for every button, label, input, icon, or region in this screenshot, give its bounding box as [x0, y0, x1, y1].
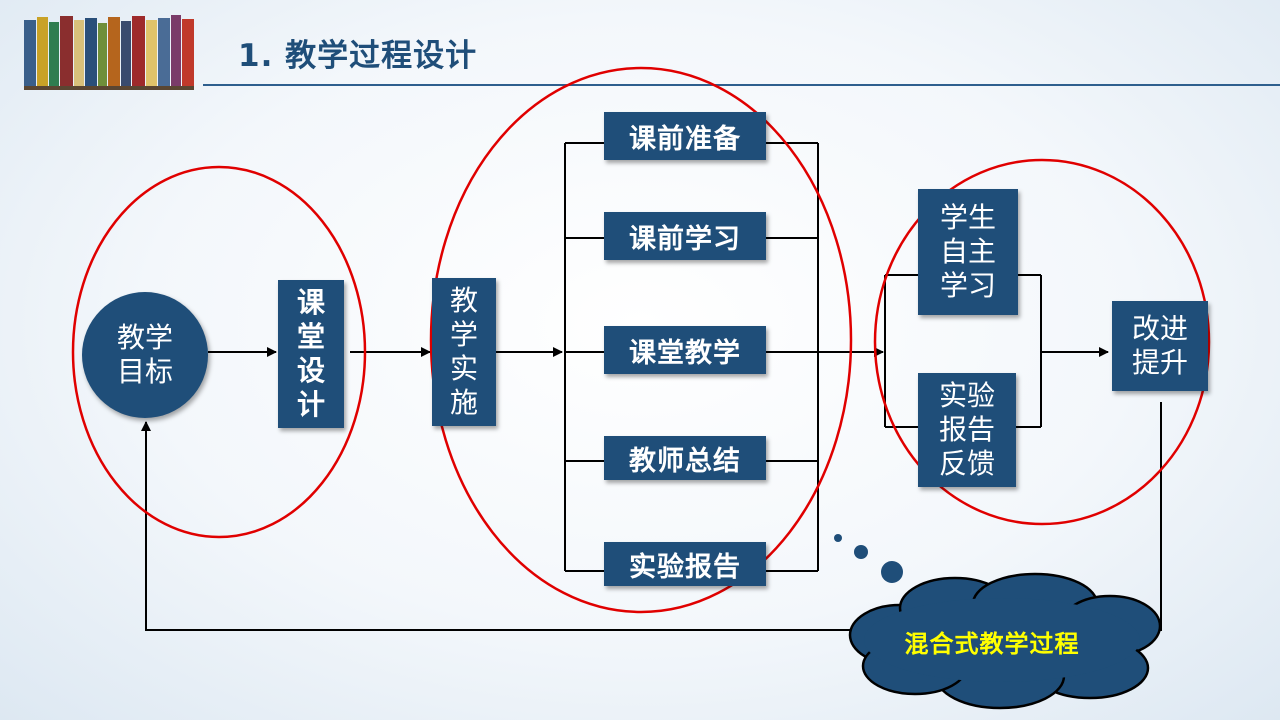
highlight-ellipse-feedback: [873, 158, 1211, 526]
lab-feedback-box: 实验报告反馈: [918, 373, 1016, 487]
classroom-design-label: 课堂设计: [296, 286, 325, 421]
teaching-goal-node: 教学目标: [82, 292, 208, 418]
feedback-loop-line: [141, 402, 1162, 631]
bookshelf-icon: [24, 15, 194, 90]
step-box: 课堂教学: [604, 326, 766, 374]
step-label: 课前准备: [629, 123, 741, 155]
step-box: 实验报告: [604, 542, 766, 586]
classroom-design-box: 课堂设计: [278, 280, 344, 428]
teaching-implementation-box: 教学实施: [432, 278, 496, 426]
self-study-box: 学生自主学习: [918, 189, 1018, 315]
step-label: 课堂教学: [629, 337, 741, 369]
step-box: 教师总结: [604, 436, 766, 480]
step-label: 实验报告: [629, 551, 741, 583]
step-box: 课前学习: [604, 212, 766, 260]
cloud-label: 混合式教学过程: [904, 630, 1080, 658]
step-label: 课前学习: [629, 223, 741, 255]
thought-cloud: [834, 534, 1162, 710]
teaching-goal-label: 教学目标: [116, 321, 173, 388]
teaching-implementation-label: 教学实施: [449, 284, 478, 419]
self-study-label: 学生自主学习: [939, 201, 996, 302]
highlight-ellipse-design: [71, 165, 367, 539]
lab-feedback-label: 实验报告反馈: [938, 379, 995, 480]
improve-label: 改进提升: [1131, 312, 1188, 379]
step-box: 课前准备: [604, 112, 766, 160]
title-divider: [203, 84, 1280, 86]
page-title: 1. 教学过程设计: [238, 38, 478, 74]
highlight-ellipse-implementation: [429, 66, 853, 614]
improve-box: 改进提升: [1112, 301, 1208, 391]
step-label: 教师总结: [629, 445, 741, 477]
